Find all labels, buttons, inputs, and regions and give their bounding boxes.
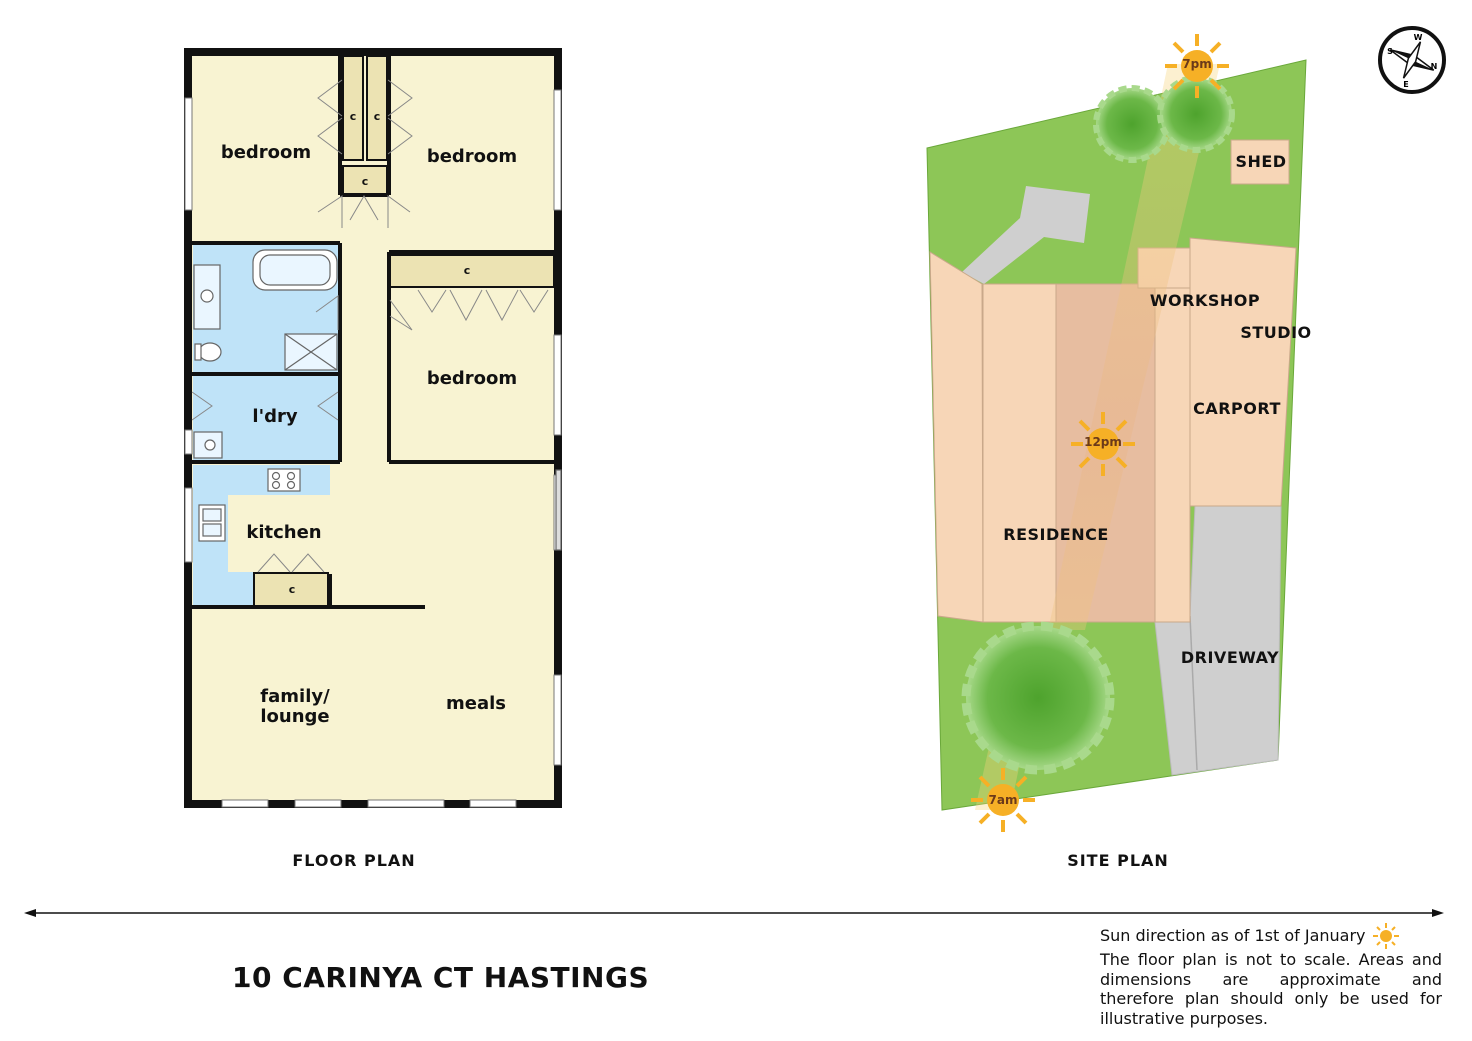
compass: N S E W bbox=[1378, 26, 1446, 94]
cooktop bbox=[267, 468, 301, 492]
tree-1 bbox=[1093, 85, 1171, 163]
sun-icon bbox=[1181, 50, 1213, 82]
trees bbox=[961, 75, 1235, 775]
cupboard-4 bbox=[389, 254, 555, 288]
room-label-bedroom-1: bedroom bbox=[221, 142, 311, 163]
tree-3 bbox=[961, 621, 1115, 775]
sun-icon bbox=[1372, 923, 1399, 949]
sun-icon bbox=[987, 784, 1019, 816]
cupboard-label-3: c bbox=[362, 175, 369, 188]
laundry-tub bbox=[193, 431, 223, 459]
sun-label-12pm: 12pm bbox=[1084, 435, 1122, 449]
sun-12pm: 12pm bbox=[1071, 412, 1135, 476]
divider-arrow bbox=[24, 909, 1444, 917]
compass-w: W bbox=[1414, 33, 1423, 42]
interior-walls bbox=[188, 52, 558, 609]
sun-direction-note: Sun direction as of 1st of January bbox=[1100, 922, 1442, 950]
cupboard-label-5: c bbox=[289, 583, 296, 596]
sun-7am: 7am bbox=[971, 768, 1035, 832]
cupboard-label-1: c bbox=[350, 110, 357, 123]
compass-n: N bbox=[1431, 62, 1438, 71]
sun-icon bbox=[1087, 428, 1119, 460]
footer-notes: Sun direction as of 1st of January The f… bbox=[1100, 922, 1442, 1028]
room-label-kitchen: kitchen bbox=[246, 522, 321, 543]
cupboard-label-2: c bbox=[374, 110, 381, 123]
disclaimer-text: The floor plan is not to scale. Areas an… bbox=[1100, 950, 1442, 1028]
floor-plan-caption: FLOOR PLAN bbox=[292, 851, 415, 870]
floor-plan: bedroom bedroom bedroom l'dry kitchen fa… bbox=[184, 48, 562, 870]
room-label-bedroom-3: bedroom bbox=[427, 368, 517, 389]
site-label-carport: CARPORT bbox=[1193, 399, 1281, 418]
carport-building bbox=[1189, 237, 1297, 507]
property-address: 10 CARINYA CT HASTINGS bbox=[232, 961, 650, 994]
room-label-family: family/ bbox=[260, 686, 330, 707]
sun-label-7pm: 7pm bbox=[1182, 57, 1211, 71]
room-label-meals: meals bbox=[446, 693, 506, 714]
cupboard-label-4: c bbox=[464, 264, 471, 277]
site-label-driveway: DRIVEWAY bbox=[1181, 648, 1279, 667]
site-plan: 7pm 12pm 7am SHED WORKSHOP STUD bbox=[926, 26, 1446, 870]
site-label-workshop: WORKSHOP bbox=[1150, 291, 1260, 310]
cupboard-1 bbox=[342, 55, 364, 161]
room-label-laundry: l'dry bbox=[252, 406, 297, 427]
sun-note-text: Sun direction as of 1st of January bbox=[1100, 926, 1366, 946]
toilet bbox=[198, 342, 222, 362]
cupboard-2 bbox=[366, 55, 388, 161]
compass-s: S bbox=[1387, 47, 1393, 56]
compass-e: E bbox=[1403, 80, 1408, 89]
room-label-bedroom-2: bedroom bbox=[427, 146, 517, 167]
site-label-studio: STUDIO bbox=[1240, 323, 1311, 342]
sun-7pm: 7pm bbox=[1165, 34, 1229, 98]
room-label-lounge: lounge bbox=[260, 706, 329, 727]
site-plan-caption: SITE PLAN bbox=[1067, 851, 1169, 870]
fixtures bbox=[193, 249, 562, 551]
path-paving bbox=[962, 186, 1090, 284]
kitchen-area bbox=[193, 465, 330, 606]
shed-building bbox=[1230, 139, 1290, 185]
site-label-shed: SHED bbox=[1235, 152, 1286, 171]
site-label-residence: RESIDENCE bbox=[1003, 525, 1109, 544]
sliding-door bbox=[555, 469, 562, 551]
door-swings bbox=[191, 79, 549, 573]
sun-label-7am: 7am bbox=[989, 793, 1018, 807]
